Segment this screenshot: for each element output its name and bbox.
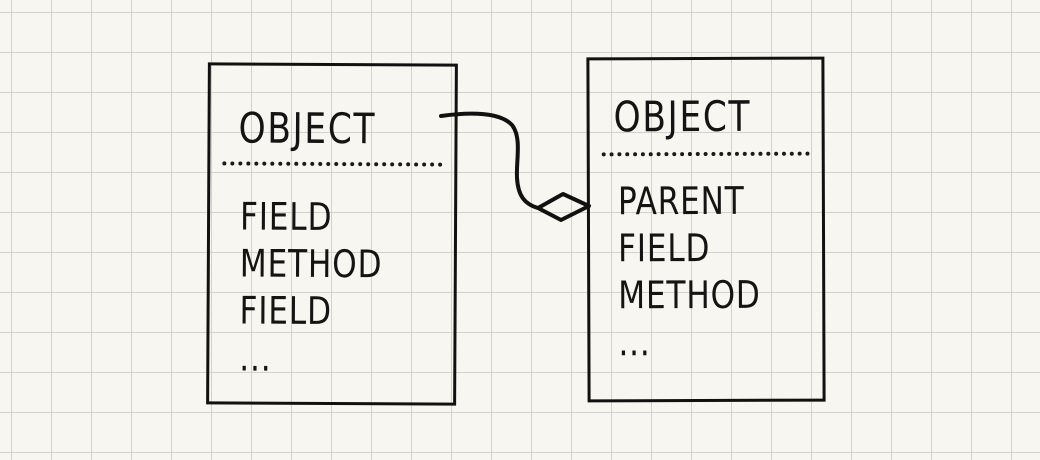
member-item: ... (618, 320, 651, 365)
aggregation-diamond-icon (536, 192, 591, 222)
object-title-left: OBJECT (238, 103, 377, 154)
object-divider-left (222, 161, 443, 167)
connector-line (439, 111, 540, 210)
object-title-right: OBJECT (613, 91, 752, 142)
object-box-right: OBJECT PARENT FIELD METHOD ... (586, 56, 826, 403)
member-item: METHOD (618, 272, 761, 318)
member-list-right: PARENT FIELD METHOD ... (618, 178, 792, 367)
member-item: PARENT (617, 178, 745, 224)
member-item: ... (239, 335, 272, 380)
member-item: FIELD (239, 194, 333, 240)
member-item: FIELD (239, 288, 332, 334)
object-divider-right (601, 151, 810, 157)
member-item: METHOD (239, 241, 383, 287)
member-list-left: FIELD METHOD FIELD ... (239, 194, 414, 383)
member-item: FIELD (617, 225, 711, 271)
object-box-left: OBJECT FIELD METHOD FIELD ... (206, 62, 458, 406)
